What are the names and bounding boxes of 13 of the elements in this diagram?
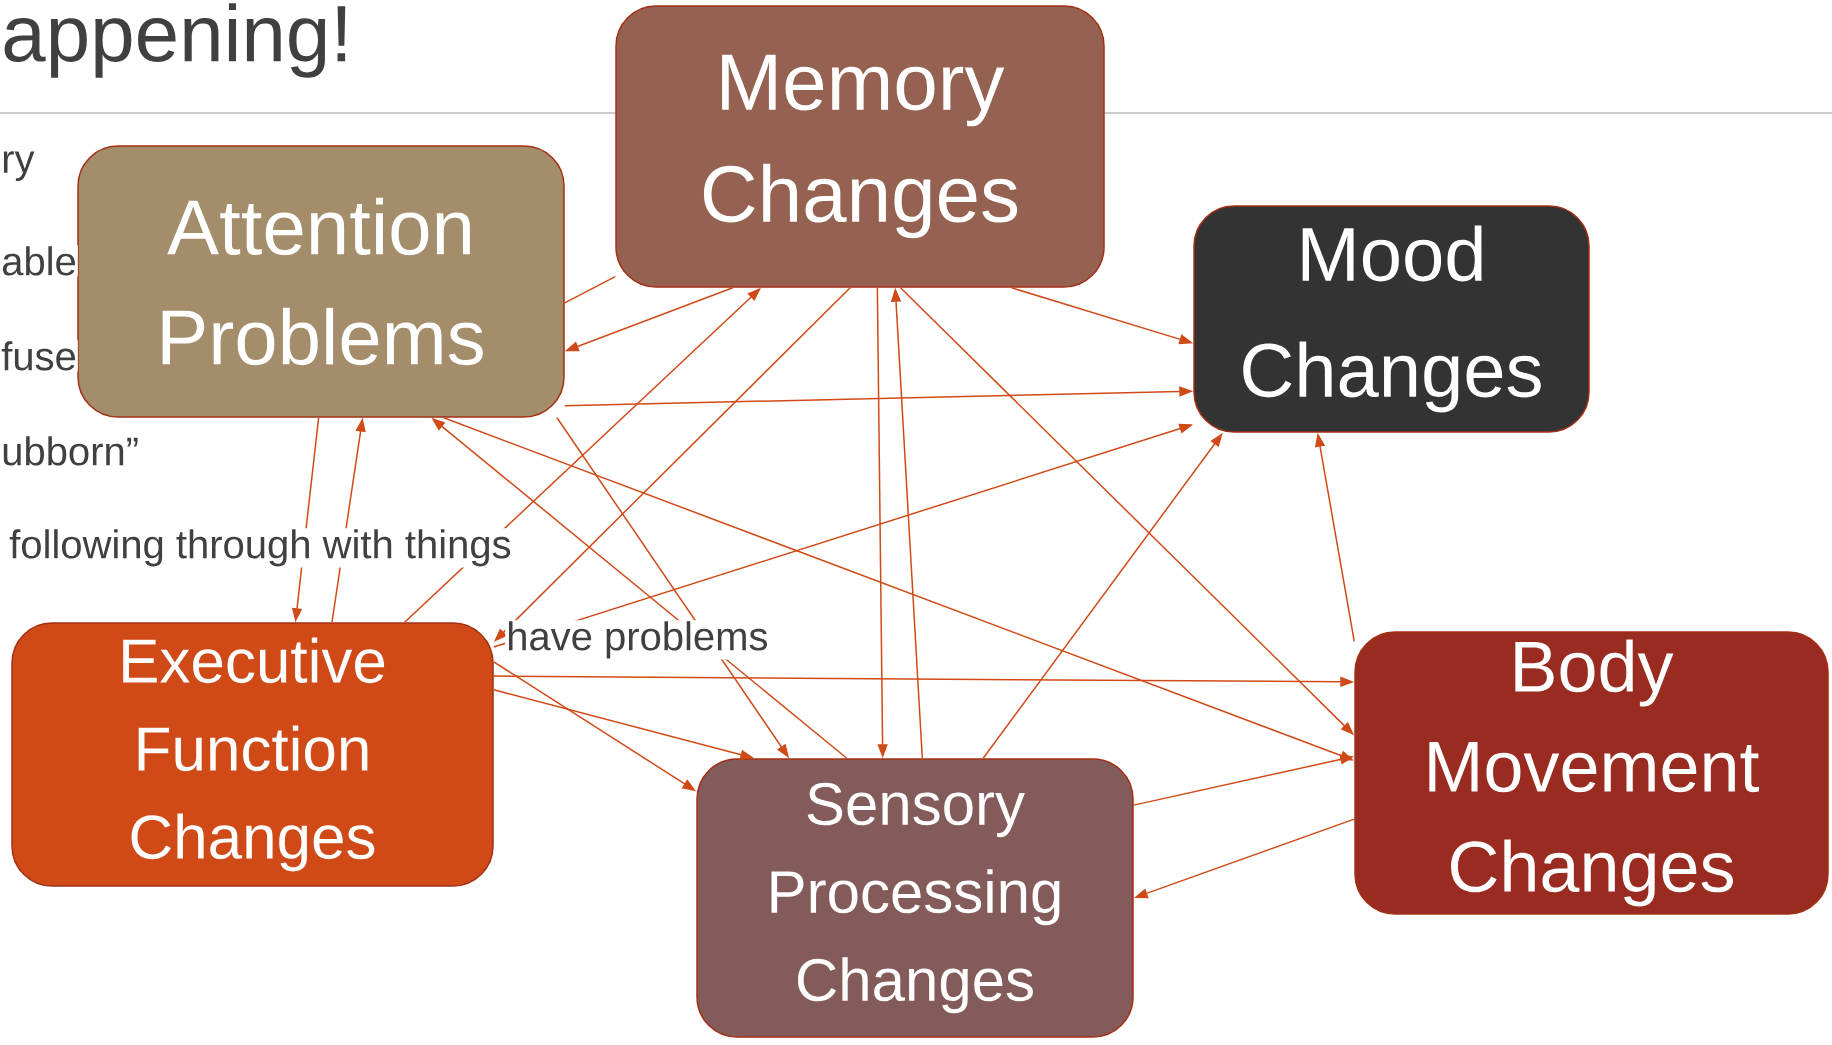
slide-title: appening! <box>0 2 354 79</box>
concept-box: Memory Changes <box>615 5 1105 288</box>
bullet-text: following through with things <box>8 528 513 568</box>
concept-box: Body Movement Changes <box>1354 631 1829 915</box>
bullet-text: have problems <box>505 620 770 660</box>
concept-box: Mood Changes <box>1193 205 1590 433</box>
concept-box: Sensory Processing Changes <box>696 758 1134 1038</box>
concept-box: Executive Function Changes <box>11 622 494 887</box>
bullet-text: fuse <box>0 340 78 372</box>
bullet-text: able <box>0 245 78 277</box>
bullet-text: ry <box>0 150 36 182</box>
bullet-text: ubborn” <box>0 435 141 467</box>
concept-box: Attention Problems <box>77 145 565 418</box>
